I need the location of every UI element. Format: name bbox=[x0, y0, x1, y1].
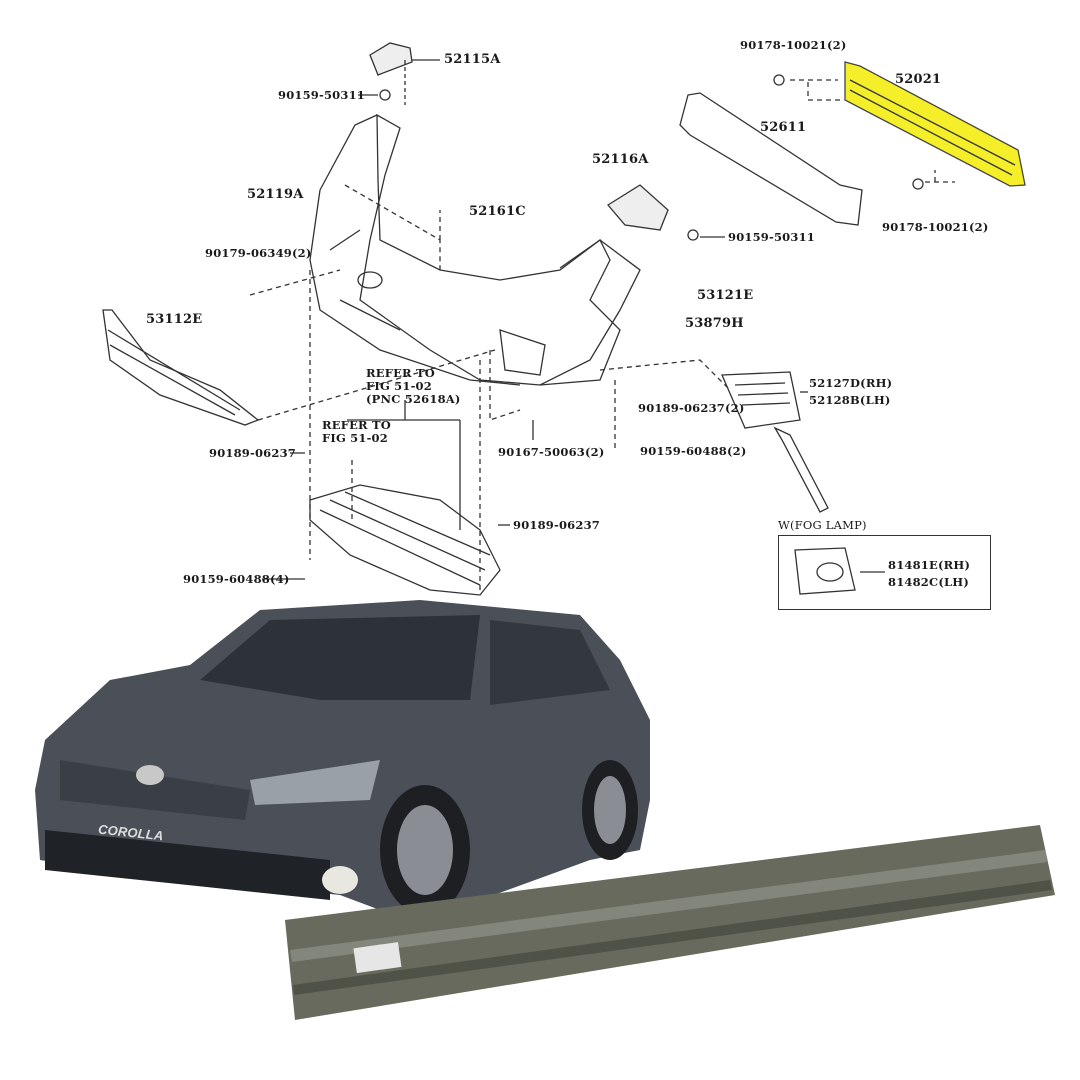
part-label-53112E: 53112E bbox=[146, 312, 203, 327]
part-label-52116A: 52116A bbox=[592, 152, 649, 167]
part-label-90159-60488-left: 90159-60488(4) bbox=[183, 572, 290, 586]
part-label-52115A: 52115A bbox=[444, 52, 501, 67]
part-label-81482C: 81482C(LH) bbox=[888, 575, 969, 589]
part-label-52127D: 52127D(RH) bbox=[809, 376, 893, 390]
part-label-52128B: 52128B(LH) bbox=[809, 393, 891, 407]
bumper-reinforcement-highlight bbox=[844, 61, 1026, 187]
part-label-52161C: 52161C bbox=[469, 204, 526, 219]
energy-absorber bbox=[679, 92, 863, 226]
bumper-beam-photo bbox=[285, 825, 1055, 1020]
part-label-90189-06237-center: 90189-06237 bbox=[513, 518, 600, 532]
refer-note-1-line2: FIG 51-02 bbox=[366, 379, 432, 393]
part-label-52021: 52021 bbox=[895, 72, 942, 87]
bumper-cover bbox=[309, 113, 641, 386]
part-label-53879H: 53879H bbox=[685, 316, 744, 331]
lower-grille bbox=[102, 309, 260, 426]
part-label-90159-60488-right: 90159-60488(2) bbox=[640, 444, 747, 458]
fog-lamp-title: W(FOG LAMP) bbox=[778, 518, 867, 532]
part-label-90179-06349: 90179-06349(2) bbox=[205, 246, 312, 260]
engine-undercover bbox=[309, 484, 501, 596]
car-photo bbox=[35, 600, 650, 915]
part-label-90178-10021-top: 90178-10021(2) bbox=[740, 38, 847, 52]
fog-lamp-variant-box bbox=[778, 535, 991, 610]
part-label-52119A: 52119A bbox=[247, 187, 304, 202]
refer-note-2-line1: REFER TO bbox=[322, 418, 391, 432]
refer-note-1-line1: REFER TO bbox=[366, 366, 435, 380]
part-label-52611: 52611 bbox=[760, 120, 807, 135]
refer-note-1-line3: (PNC 52618A) bbox=[366, 392, 461, 406]
part-label-90178-10021-bottom: 90178-10021(2) bbox=[882, 220, 989, 234]
part-label-81481E: 81481E(RH) bbox=[888, 558, 971, 572]
part-label-90159-50311-right: 90159-50311 bbox=[728, 230, 815, 244]
refer-note-2-line2: FIG 51-02 bbox=[322, 431, 388, 445]
part-label-90159-50311: 90159-50311 bbox=[278, 88, 365, 102]
part-label-90167-50063: 90167-50063(2) bbox=[498, 445, 605, 459]
part-label-90189-06237-right: 90189-06237(2) bbox=[638, 401, 745, 415]
part-label-90189-06237-left: 90189-06237 bbox=[209, 446, 296, 460]
part-label-53121E: 53121E bbox=[697, 288, 754, 303]
